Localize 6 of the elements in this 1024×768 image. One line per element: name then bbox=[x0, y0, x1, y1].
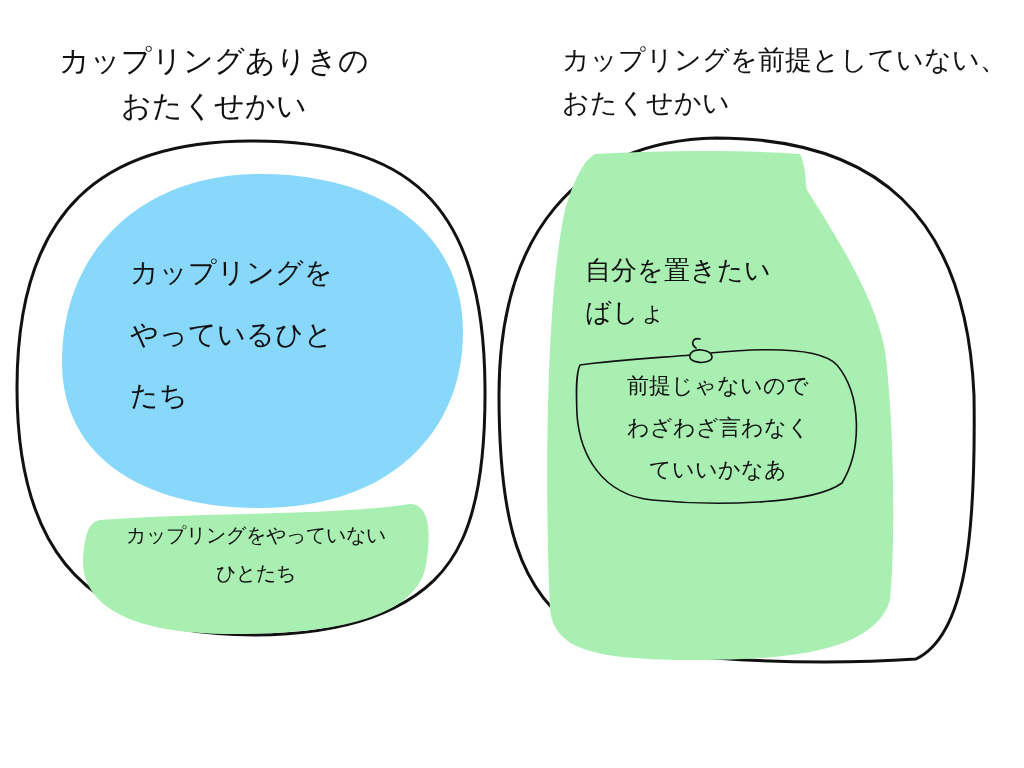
region-label: 自分を置きたいばしょ bbox=[585, 254, 772, 329]
region-label: カップリングをやっていないひとたち bbox=[125, 522, 387, 587]
heading: カップリングを前提としていない、おたくせかい bbox=[562, 43, 1008, 121]
heading: カップリングありきのおたくせかい bbox=[57, 42, 370, 125]
region-label: カップリングをやっているひとたち bbox=[130, 255, 334, 415]
bubble-text: 前提じゃないのでわざわざ言わなくていいかなあ bbox=[625, 372, 811, 484]
